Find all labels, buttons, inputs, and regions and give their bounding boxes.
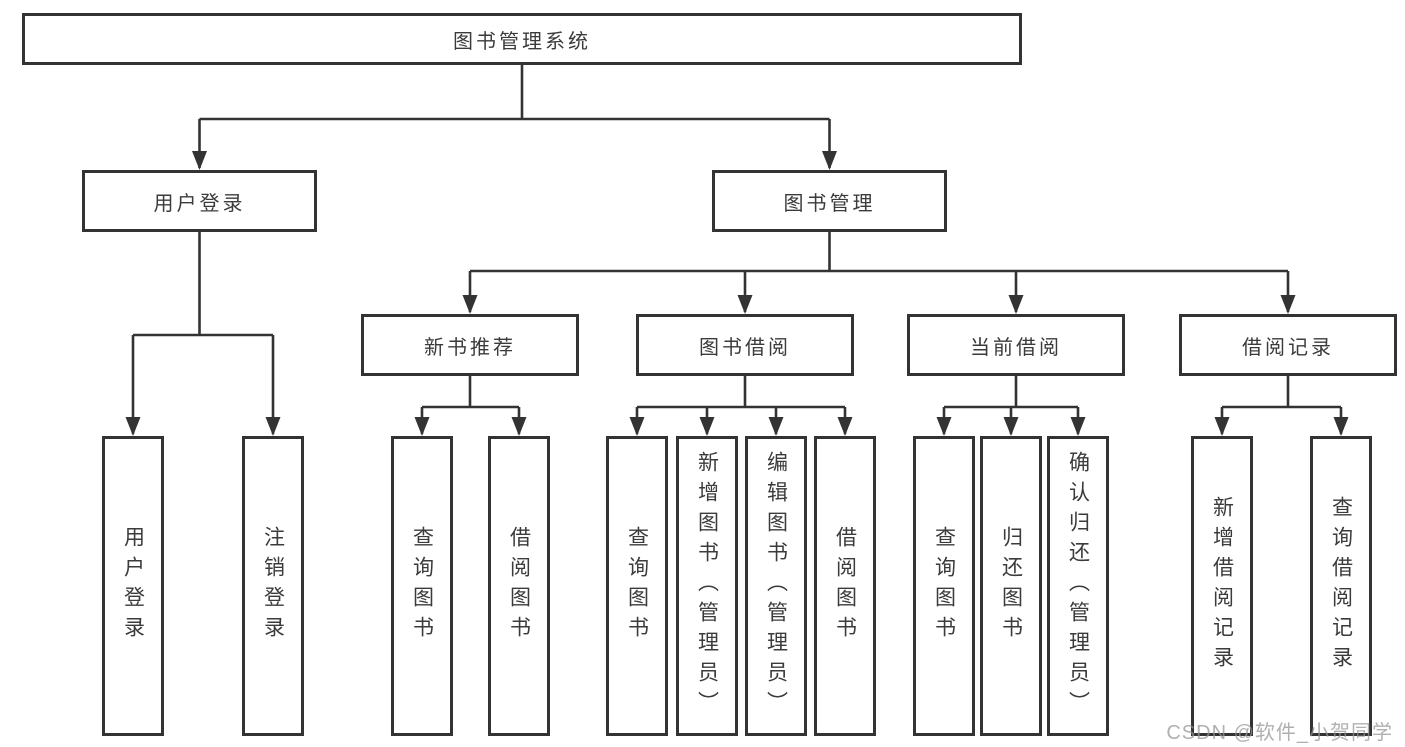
- node-label: 新增图书（管理员）: [695, 451, 719, 721]
- node-label: 图书管理系统: [453, 30, 591, 53]
- node-label: 编辑图书（管理员）: [764, 451, 788, 721]
- node-label: 查询图书: [625, 526, 649, 646]
- node-label: 注销登录: [261, 526, 285, 646]
- arrowhead-icons: [125, 151, 1349, 436]
- node-label: 查询借阅记录: [1329, 496, 1353, 676]
- node-label: 图书管理: [783, 192, 876, 215]
- node-borrow-records: 借阅记录: [1179, 314, 1397, 376]
- node-label: 归还图书: [999, 526, 1023, 646]
- node-user-login: 用户登录: [82, 170, 317, 232]
- node-label: 确认归还（管理员）: [1066, 451, 1090, 721]
- csdn-watermark: CSDN @软件_小贺同学: [1166, 722, 1393, 744]
- leaf-return-books: 归还图书: [980, 436, 1042, 736]
- leaf-confirm-return-admin: 确认归还（管理员）: [1047, 436, 1109, 736]
- node-book-management: 图书管理: [712, 170, 947, 232]
- leaf-query-books-recommend: 查询图书: [391, 436, 453, 736]
- node-current-borrow: 当前借阅: [907, 314, 1125, 376]
- node-label: 用户登录: [121, 526, 145, 646]
- node-root-system: 图书管理系统: [22, 13, 1022, 65]
- node-label: 借阅记录: [1242, 336, 1334, 359]
- node-label: 借阅图书: [833, 526, 857, 646]
- node-book-borrow: 图书借阅: [636, 314, 854, 376]
- leaf-edit-books-admin: 编辑图书（管理员）: [745, 436, 807, 736]
- leaf-add-borrow-record: 新增借阅记录: [1191, 436, 1253, 736]
- node-new-book-recommend: 新书推荐: [361, 314, 579, 376]
- node-label: 当前借阅: [970, 336, 1062, 359]
- node-label: 查询图书: [410, 526, 434, 646]
- leaf-add-books-admin: 新增图书（管理员）: [676, 436, 738, 736]
- leaf-borrow-books-recommend: 借阅图书: [488, 436, 550, 736]
- leaf-query-books-current: 查询图书: [913, 436, 975, 736]
- node-label: 图书借阅: [699, 336, 791, 359]
- leaf-logout: 注销登录: [242, 436, 304, 736]
- node-label: 新书推荐: [424, 336, 516, 359]
- node-label: 借阅图书: [507, 526, 531, 646]
- node-label: 新增借阅记录: [1210, 496, 1234, 676]
- leaf-borrow-books: 借阅图书: [814, 436, 876, 736]
- leaf-query-books-borrow: 查询图书: [606, 436, 668, 736]
- node-label: 查询图书: [932, 526, 956, 646]
- leaf-user-login: 用户登录: [102, 436, 164, 736]
- leaf-query-borrow-record: 查询借阅记录: [1310, 436, 1372, 736]
- node-label: 用户登录: [153, 192, 246, 215]
